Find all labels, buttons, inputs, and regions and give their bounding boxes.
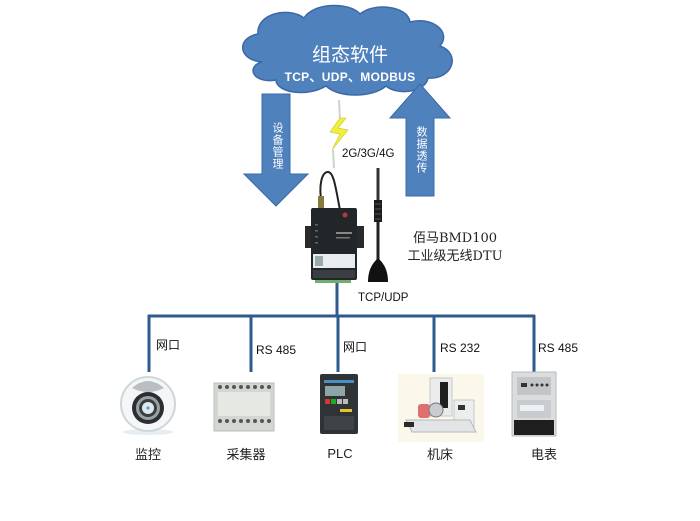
- port-label-camera: 网口: [156, 338, 181, 352]
- device-name-machine: 机床: [426, 448, 453, 463]
- bus-lines: [147, 283, 536, 372]
- device-name-plc: PLC: [327, 446, 353, 461]
- dtu-name-line1: 佰马BMD100: [412, 231, 498, 246]
- device-name-camera: 监控: [134, 448, 161, 463]
- data-transfer-label: 数据透传: [415, 126, 428, 174]
- data-transfer-arrow: [388, 83, 452, 197]
- device-management-arrow: [242, 93, 310, 207]
- cloud-shape: [241, 4, 453, 96]
- camera-icon: [120, 376, 176, 435]
- cloud-title: 组态软件: [311, 44, 388, 66]
- dtu-name-line2: 工业级无线DTU: [407, 249, 503, 264]
- machine-tool-icon: [398, 374, 484, 442]
- port-label-meter: RS 485: [538, 341, 579, 355]
- device-name-collector: 采集器: [226, 448, 266, 463]
- port-label-plc: 网口: [343, 340, 368, 354]
- device-name-meter: 电表: [530, 448, 557, 463]
- meter-icon: [511, 371, 557, 437]
- network-label: 2G/3G/4G: [342, 148, 395, 160]
- bus-label: TCP/UDP: [358, 292, 409, 304]
- cloud-protocols: TCP、UDP、MODBUS: [284, 70, 416, 84]
- plc-icon: [320, 374, 358, 434]
- dtu-device-image: [305, 170, 364, 283]
- port-label-collector: RS 485: [256, 343, 297, 357]
- device-management-label: 设备管理: [271, 122, 284, 170]
- port-label-machine: RS 232: [440, 341, 481, 355]
- dtu-label: 佰马BMD100 工业级无线DTU: [405, 230, 505, 266]
- wireless-signal-icon: [329, 99, 349, 169]
- collector-icon: [213, 382, 275, 432]
- antenna-image: [368, 168, 388, 282]
